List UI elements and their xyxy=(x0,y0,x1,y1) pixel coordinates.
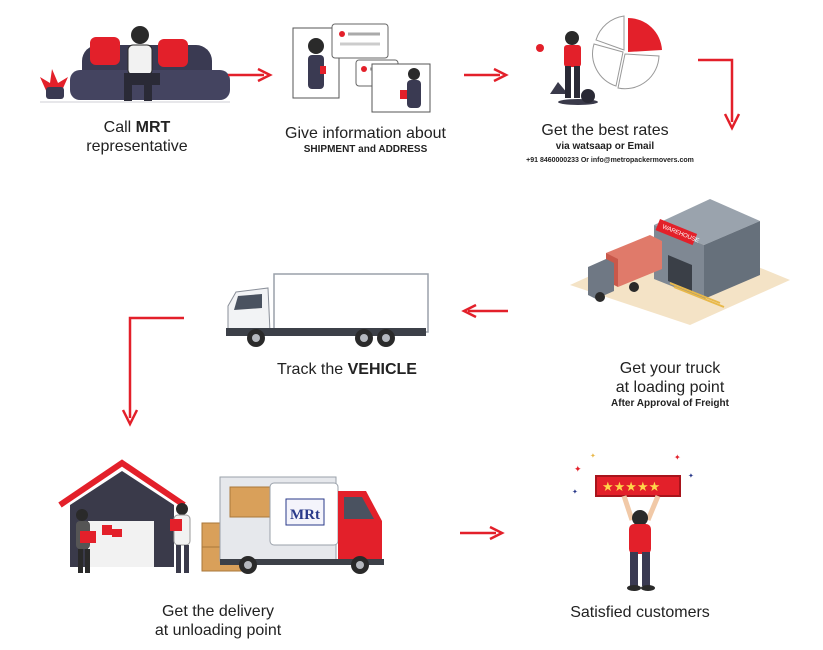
vehicle-label: VEHICLE xyxy=(347,361,417,378)
svg-text:✦: ✦ xyxy=(674,453,681,462)
arrow-right-icon xyxy=(460,525,505,541)
arrow-down-icon xyxy=(698,58,741,131)
svg-text:✦: ✦ xyxy=(590,452,596,460)
satisfied-customer-illustration: ✦ ✦ ✦ ✦ ✦ ★★★★★ xyxy=(572,452,694,591)
step-delivery-caption: Get the delivery at unloading point xyxy=(154,603,282,639)
contact-info: +91 8460000233 Or info@metropackermovers… xyxy=(526,157,694,164)
svg-text:✦: ✦ xyxy=(572,488,578,496)
chat-people-illustration xyxy=(292,23,431,113)
step-satisfied-caption: Satisfied customers xyxy=(570,604,710,621)
arrow-right-icon xyxy=(464,67,509,83)
arrow-down-icon xyxy=(121,316,184,427)
warehouse-truck-illustration: WAREHOUSE xyxy=(570,199,790,325)
box-truck-illustration xyxy=(226,273,429,347)
delivery-illustration: MRt xyxy=(58,459,384,574)
step-truck-caption: Get your truck at loading point After Ap… xyxy=(611,360,729,409)
step-call-caption: Call MRT representative xyxy=(86,119,188,155)
arrow-left-icon xyxy=(461,303,508,319)
svg-text:★★★★★: ★★★★★ xyxy=(602,480,660,495)
brand-label: MRT xyxy=(135,119,171,136)
rates-pie-illustration xyxy=(536,15,662,105)
arrow-right-icon xyxy=(228,67,273,83)
step-rates-caption: Get the best rates via watsaap or Email xyxy=(541,122,669,152)
step-track-caption: Track the VEHICLE xyxy=(277,361,417,378)
svg-text:✦: ✦ xyxy=(688,472,694,480)
step-information-caption: Give information about SHIPMENT and ADDR… xyxy=(285,125,446,155)
sofa-person-illustration xyxy=(40,26,230,103)
mrt-logo-text: MRt xyxy=(290,507,320,523)
svg-text:✦: ✦ xyxy=(574,464,582,474)
